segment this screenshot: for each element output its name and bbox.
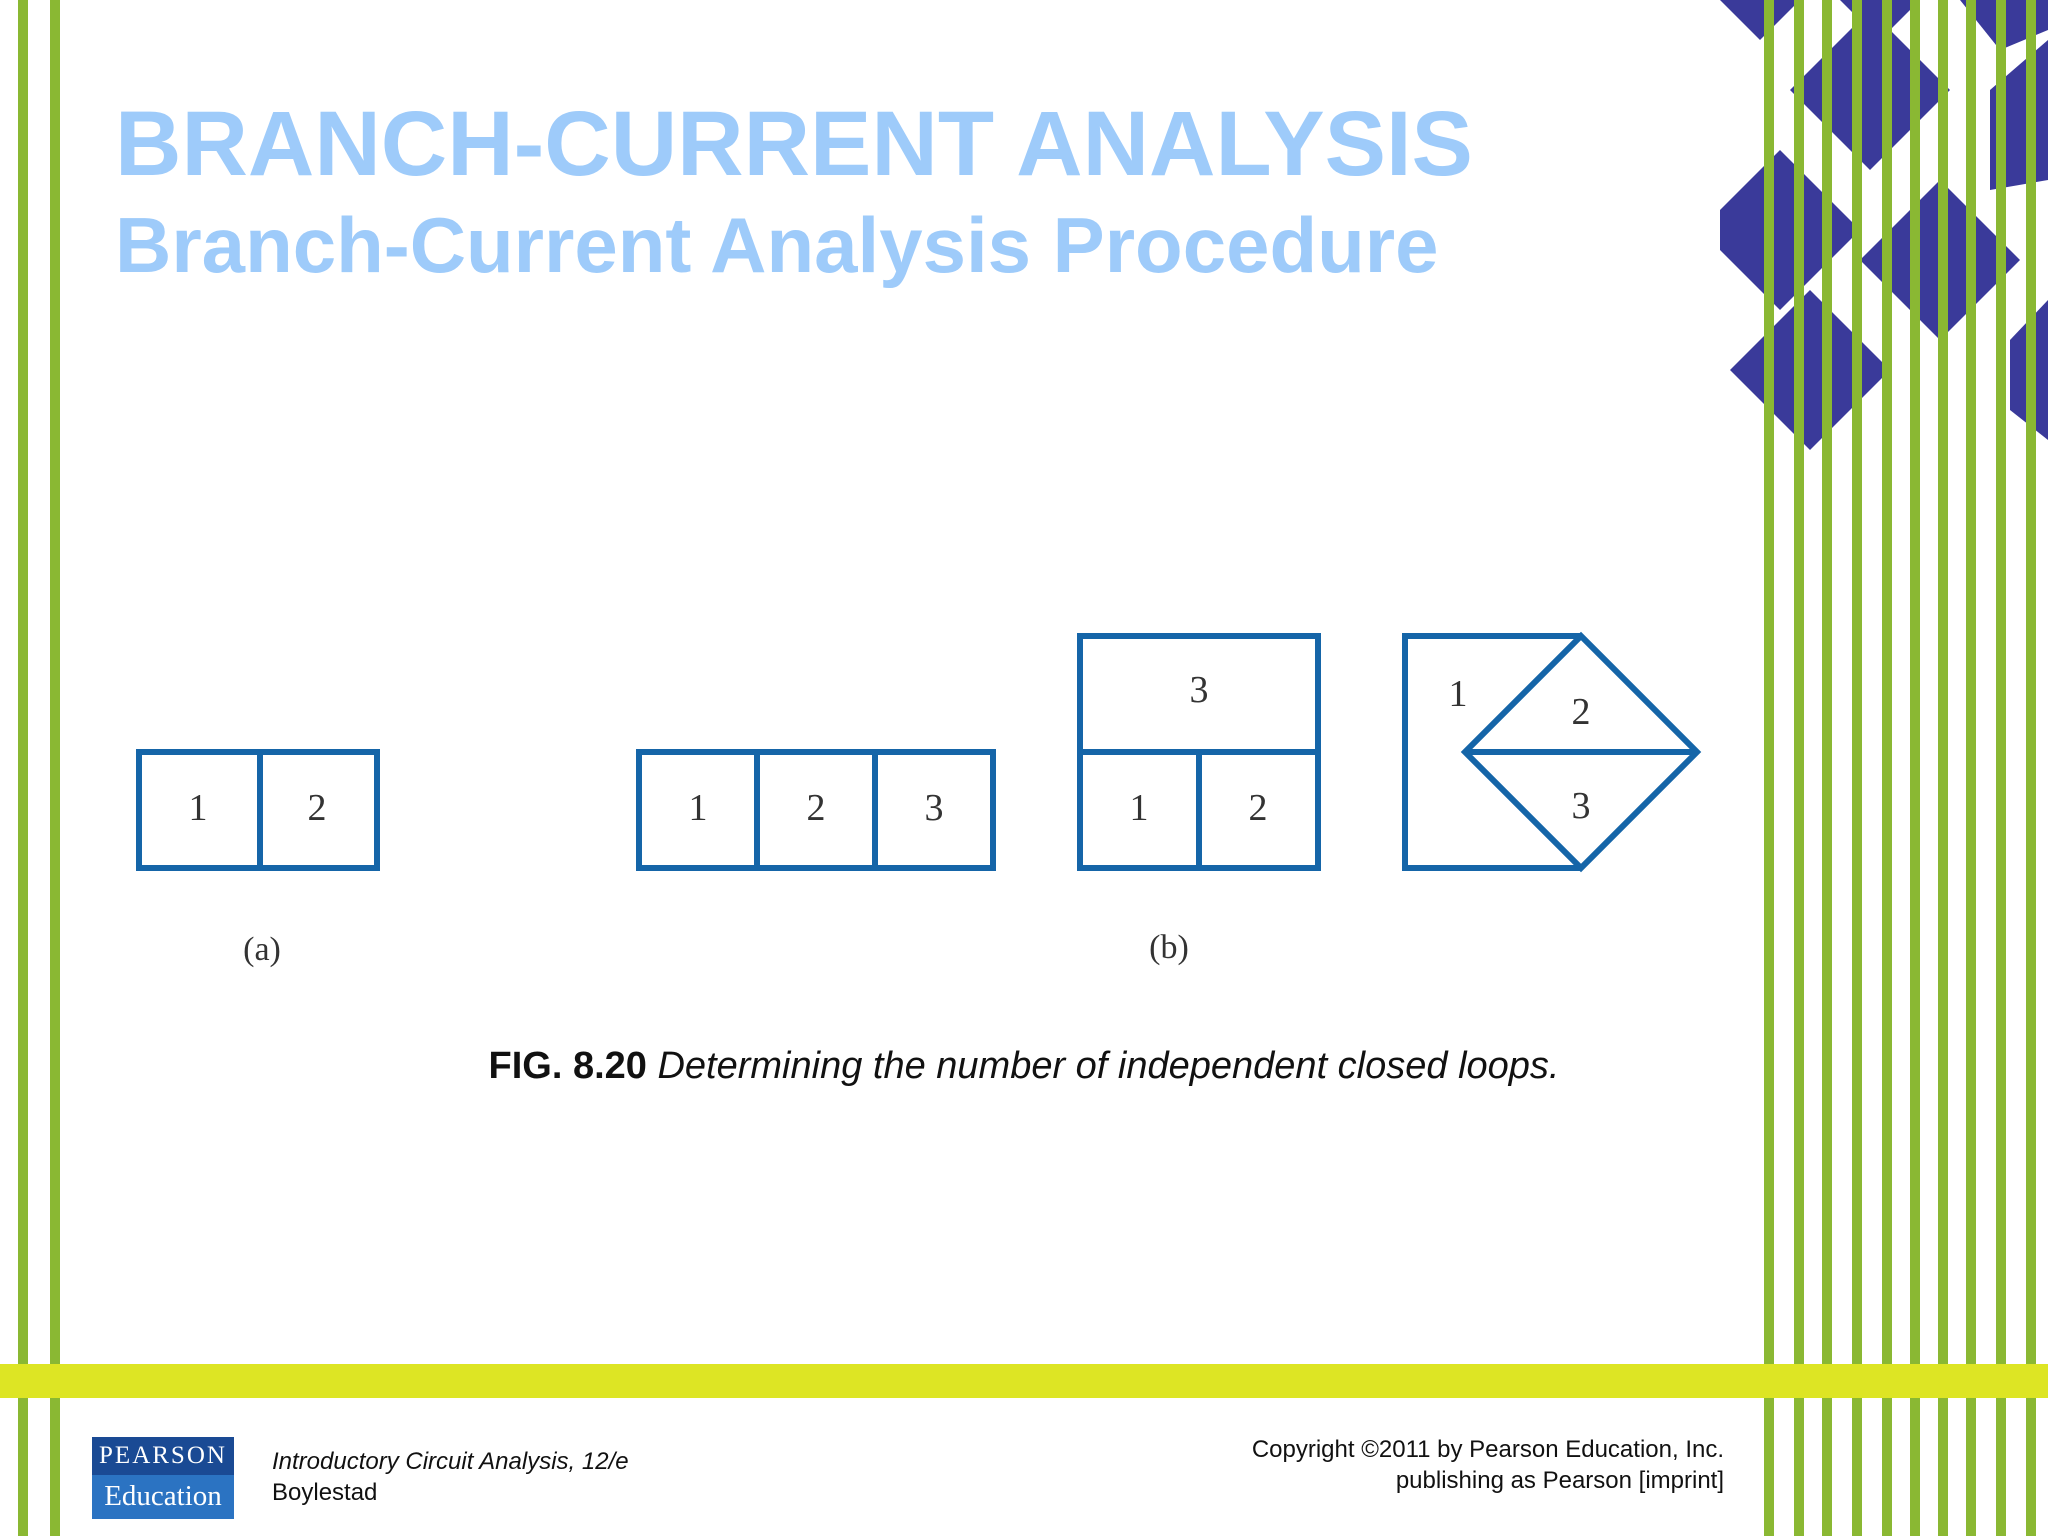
right-stripe-10 (2026, 0, 2036, 1536)
loop-number: 1 (1130, 787, 1149, 829)
right-stripe-1 (1764, 0, 1774, 1536)
left-stripe-2 (50, 0, 60, 1536)
slide-title: BRANCH-CURRENT ANALYSIS (115, 93, 1473, 195)
loop-number: 1 (189, 787, 208, 829)
loop-number: 2 (807, 787, 826, 829)
loop-number: 1 (1449, 673, 1468, 715)
part-label-a: (a) (243, 931, 281, 968)
copyright: Copyright ©2011 by Pearson Education, In… (1252, 1434, 1724, 1496)
copyright-line-1: Copyright ©2011 by Pearson Education, In… (1251, 1436, 1724, 1463)
logo-bottom-text: Education (92, 1475, 234, 1519)
book-info: Introductory Circuit Analysis, 12/e Boyl… (272, 1446, 629, 1508)
diagram-b1-frame (636, 749, 996, 871)
figure-caption: FIG. 8.20 Determining the number of inde… (0, 1045, 2048, 1088)
loop-number: 2 (1249, 787, 1268, 829)
part-label-b: (b) (1149, 929, 1189, 966)
loop-number: 1 (689, 787, 708, 829)
right-stripe-5 (1882, 0, 1892, 1536)
left-stripe-1 (18, 0, 28, 1536)
loop-number: 3 (1572, 785, 1591, 827)
right-stripe-4 (1852, 0, 1862, 1536)
logo-top-text: PEARSON (92, 1437, 234, 1475)
right-stripe-7 (1938, 0, 1948, 1536)
right-stripe-2 (1794, 0, 1804, 1536)
loop-number: 2 (1572, 691, 1591, 733)
caption-text: Determining the number of independent cl… (657, 1045, 1560, 1087)
right-stripe-3 (1822, 0, 1832, 1536)
right-stripe-6 (1910, 0, 1920, 1536)
right-stripe-9 (1996, 0, 2006, 1536)
loop-number: 3 (925, 787, 944, 829)
pearson-logo: PEARSON Education (92, 1437, 234, 1519)
footer-band (0, 1364, 2048, 1398)
right-stripe-8 (1966, 0, 1976, 1536)
slide-subtitle: Branch-Current Analysis Procedure (115, 201, 1439, 289)
copyright-line-2: publishing as Pearson [imprint] (1395, 1467, 1724, 1494)
book-author: Boylestad (272, 1479, 378, 1506)
loop-number: 2 (308, 787, 327, 829)
diagram-b3-outline (1402, 633, 1581, 871)
book-title: Introductory Circuit Analysis, 12/e (272, 1448, 629, 1475)
diagram-b3-diamond (1460, 631, 1702, 873)
loop-figure: 1 2 1 2 3 3 1 2 1 2 3 (a) (b) (136, 631, 1702, 968)
caption-number: FIG. 8.20 (488, 1045, 647, 1087)
loop-number: 3 (1190, 669, 1209, 711)
